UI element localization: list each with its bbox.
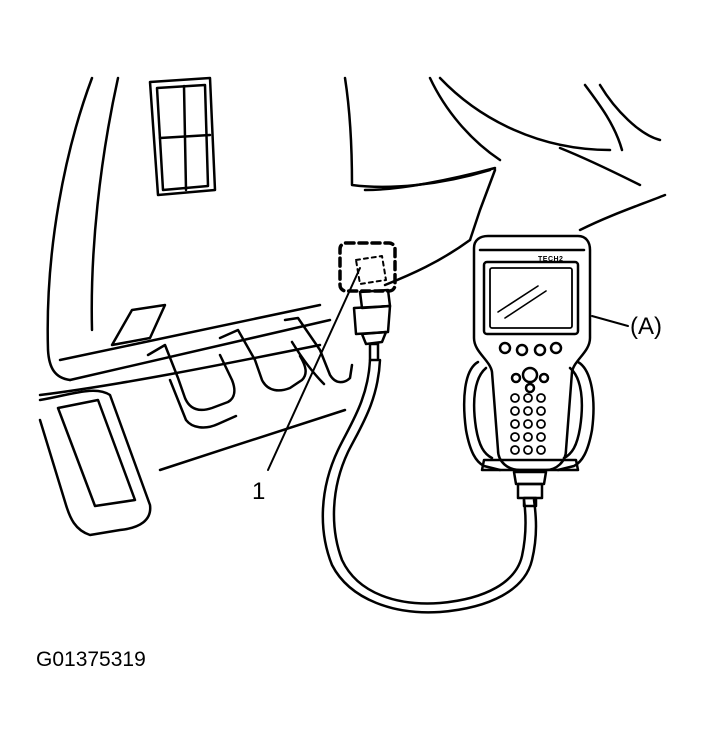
diagnostic-cable bbox=[321, 358, 538, 614]
floor-tunnel bbox=[38, 303, 347, 537]
scan-tool-brand-label: TECH2 bbox=[538, 256, 564, 263]
pedal-brake bbox=[146, 343, 238, 429]
keypad bbox=[510, 393, 546, 455]
callout-a-label: (A) bbox=[630, 313, 662, 340]
pedal-accelerator bbox=[218, 316, 354, 392]
callout-a-leader bbox=[591, 315, 629, 327]
callout-1-label: 1 bbox=[252, 478, 266, 505]
callout-1-leader bbox=[267, 267, 361, 471]
steering-column bbox=[343, 76, 667, 287]
dashboard-lower-panel bbox=[46, 76, 332, 382]
scan-tool bbox=[462, 234, 595, 508]
cable-plug bbox=[352, 288, 392, 362]
dashboard-vent bbox=[148, 76, 217, 197]
figure-code: G01375319 bbox=[36, 648, 146, 671]
